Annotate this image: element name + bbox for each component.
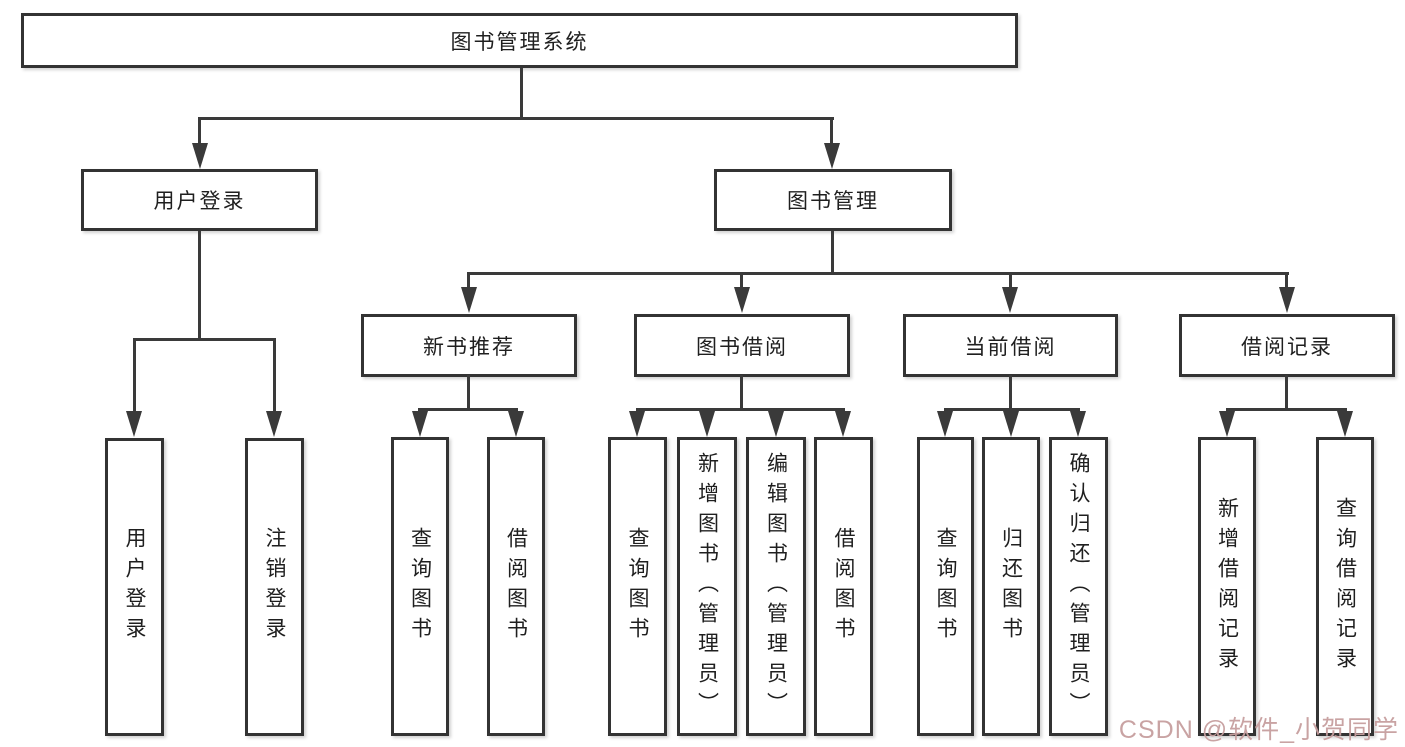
connector-book-stub-1 [467, 272, 470, 288]
node-label: 用户登录 [153, 190, 246, 213]
leaf-label: 编辑图书（管理员） [764, 451, 788, 722]
leaf-g0-borrow-books: 借阅图书 [487, 437, 545, 736]
node-current-borrowing: 当前借阅 [903, 314, 1118, 377]
connector-g1-hline [636, 408, 845, 411]
node-label: 图书管理 [787, 190, 879, 213]
leaf-label: 查询图书 [934, 526, 957, 647]
leaf-label: 注销登录 [263, 527, 286, 647]
arrow-to-logout-leaf-icon [266, 411, 282, 437]
node-label: 当前借阅 [964, 335, 1057, 359]
node-label: 图书借阅 [696, 335, 788, 359]
leaf-g2-query-books: 查询图书 [917, 437, 974, 736]
connector-g0-hline [418, 408, 518, 411]
connector-user-stub-right [273, 338, 276, 412]
leaf-g2-confirm-return-admin: 确认归还（管理员） [1049, 437, 1108, 736]
connector-user-stub-left [133, 338, 136, 412]
arrow-to-login-leaf-icon [126, 411, 142, 437]
arrow-to-borrow-record-icon [1279, 287, 1295, 313]
node-book-management-branch: 图书管理 [714, 169, 952, 231]
arrow-g1-leaf0-icon [629, 411, 645, 437]
arrow-to-current-borrow-icon [1002, 287, 1018, 313]
connector-g0-stem [467, 375, 470, 409]
leaf-label: 新增借阅记录 [1215, 496, 1239, 677]
leaf-label: 查询图书 [408, 526, 432, 647]
node-label: 借阅记录 [1241, 335, 1333, 359]
connector-root-hline [198, 117, 834, 120]
arrow-g1-leaf2-icon [768, 411, 784, 437]
arrow-to-new-book-icon [461, 287, 477, 313]
arrow-g2-leaf0-icon [937, 411, 953, 437]
connector-g3-stem [1285, 375, 1288, 409]
arrow-to-book-borrow-icon [734, 287, 750, 313]
arrow-g2-leaf1-icon [1003, 411, 1019, 437]
leaf-g3-query-borrow-record: 查询借阅记录 [1316, 437, 1374, 736]
leaf-g1-add-books-admin: 新增图书（管理员） [677, 437, 737, 736]
connector-g3-hline [1226, 408, 1347, 411]
connector-g1-stem [740, 375, 743, 409]
connector-root-stub-right [830, 117, 833, 144]
connector-book-hline [468, 272, 1289, 275]
leaf-g1-edit-books-admin: 编辑图书（管理员） [746, 437, 806, 736]
leaf-label: 用户登录 [123, 527, 146, 647]
leaf-label: 新增图书（管理员） [695, 451, 719, 722]
leaf-g3-add-borrow-record: 新增借阅记录 [1198, 437, 1256, 736]
leaf-g2-return-books: 归还图书 [982, 437, 1040, 736]
node-borrowing-records: 借阅记录 [1179, 314, 1395, 377]
arrow-g3-leaf1-icon [1337, 411, 1353, 437]
node-new-book-recommend: 新书推荐 [361, 314, 577, 377]
leaf-label: 查询借阅记录 [1333, 496, 1357, 677]
node-library-management-system: 图书管理系统 [21, 13, 1018, 68]
leaf-label: 借阅图书 [832, 526, 855, 647]
arrow-g0-leaf0-icon [412, 411, 428, 437]
arrow-g1-leaf3-icon [835, 411, 851, 437]
connector-book-stub-4 [1285, 272, 1288, 288]
leaf-g1-query-books: 查询图书 [608, 437, 667, 736]
node-label: 图书管理系统 [450, 30, 589, 54]
connector-user-stem [198, 231, 201, 338]
connector-book-stub-2 [740, 272, 743, 288]
connector-root-stub-left [198, 117, 201, 144]
leaf-g0-query-books: 查询图书 [391, 437, 449, 736]
leaf-label: 归还图书 [999, 526, 1023, 647]
node-label: 新书推荐 [423, 335, 515, 359]
arrow-g2-leaf2-icon [1070, 411, 1086, 437]
leaf-logout: 注销登录 [245, 438, 304, 736]
arrow-to-book-management-icon [824, 143, 840, 169]
connector-g2-stem [1009, 375, 1012, 409]
connector-user-hline [133, 338, 276, 341]
arrow-g1-leaf1-icon [699, 411, 715, 437]
leaf-label: 查询图书 [626, 526, 649, 647]
arrow-g0-leaf1-icon [508, 411, 524, 437]
node-book-borrowing: 图书借阅 [634, 314, 850, 377]
arrow-g3-leaf0-icon [1219, 411, 1235, 437]
leaf-user-login: 用户登录 [105, 438, 164, 736]
leaf-g1-borrow-books: 借阅图书 [814, 437, 873, 736]
connector-g2-hline [944, 408, 1080, 411]
connector-book-stub-3 [1009, 272, 1012, 288]
node-user-login-branch: 用户登录 [81, 169, 318, 231]
connector-root-stem [520, 68, 523, 117]
leaf-label: 借阅图书 [504, 526, 528, 647]
leaf-label: 确认归还（管理员） [1067, 451, 1090, 722]
connector-book-stem [831, 231, 834, 272]
arrow-to-user-login-icon [192, 143, 208, 169]
